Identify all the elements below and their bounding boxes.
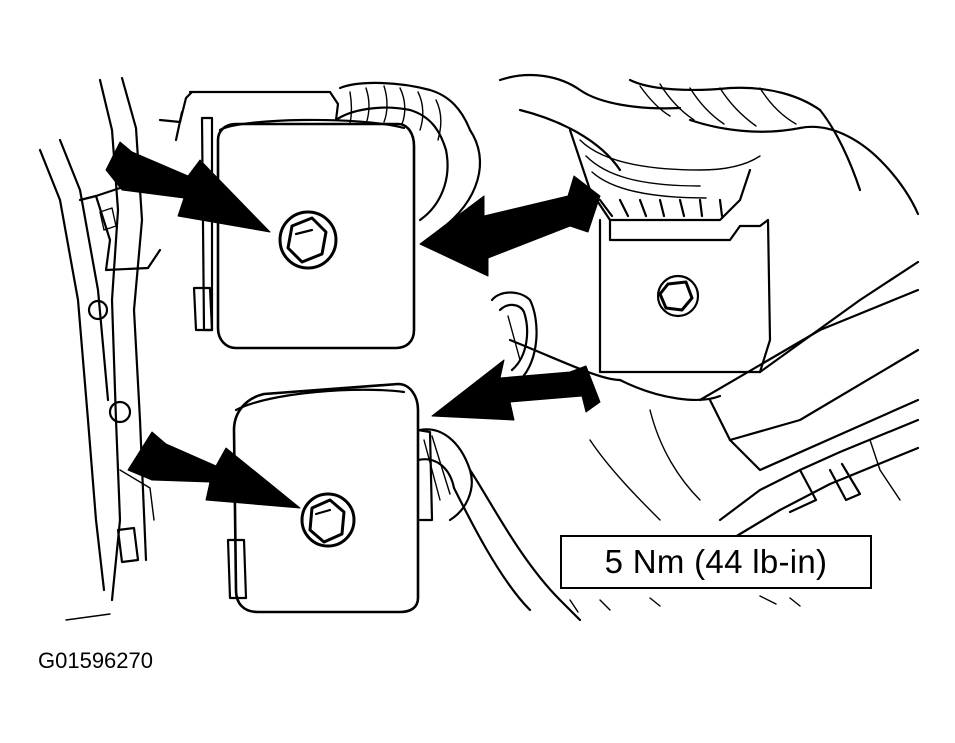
mounting-bracket bbox=[158, 90, 340, 142]
pointer-arrows bbox=[105, 141, 601, 509]
body-panels-right bbox=[508, 260, 920, 542]
torque-spec-text: 5 Nm (44 lb-in) bbox=[604, 543, 828, 580]
lower-module bbox=[226, 382, 434, 614]
figure-id: G01596270 bbox=[38, 648, 153, 673]
arrow-lower-bolt bbox=[127, 431, 301, 509]
arrow-upper-bolt bbox=[105, 141, 271, 233]
connector-assembly bbox=[568, 128, 772, 374]
torque-spec-label: 5 Nm (44 lb-in) bbox=[560, 535, 872, 589]
arrow-lower-module-edge bbox=[431, 359, 601, 421]
left-frame-structure bbox=[38, 76, 162, 621]
wiring-harness-upper bbox=[334, 74, 920, 232]
wiring-harness-lower bbox=[416, 291, 801, 622]
upper-module bbox=[192, 116, 416, 350]
arrow-upper-module-edge bbox=[419, 175, 601, 277]
